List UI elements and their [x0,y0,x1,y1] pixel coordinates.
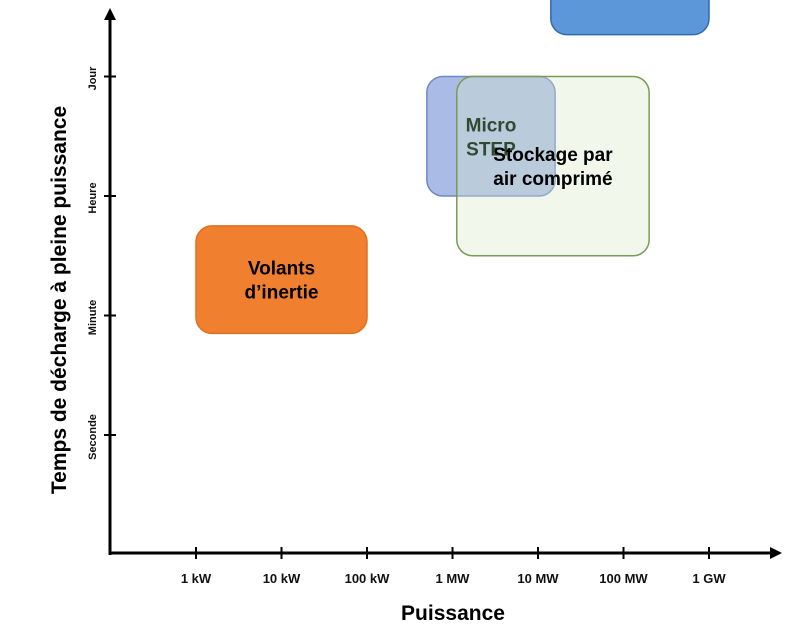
axes-layer [104,8,782,559]
x-tick-label: 1 MW [436,571,471,586]
y-tick-label: Jour [87,66,99,91]
y-tick-label: Heure [87,182,99,213]
x-tick-label: 100 MW [599,571,648,586]
region-volants [195,225,368,335]
region-air [456,75,650,257]
y-tick-label: Minute [87,300,99,335]
x-tick-label: 100 kW [345,571,391,586]
x-tick-label: 10 MW [517,571,559,586]
y-axis-arrow [104,8,116,20]
x-axis-title: Puissance [401,602,505,625]
x-tick-label: 1 GW [692,571,726,586]
ticks-layer: 1 kW 10 kW 100 kW 1 MW 10 MW 100 MW 1 GW Second… [87,66,726,586]
region-step [550,0,710,36]
y-axis-title: Temps de décharge à pleine puissance [48,106,71,494]
x-tick-label: 1 kW [181,571,212,586]
x-tick-label: 10 kW [263,571,301,586]
y-tick-label: Seconde [87,414,99,460]
x-axis-arrow [770,547,782,559]
